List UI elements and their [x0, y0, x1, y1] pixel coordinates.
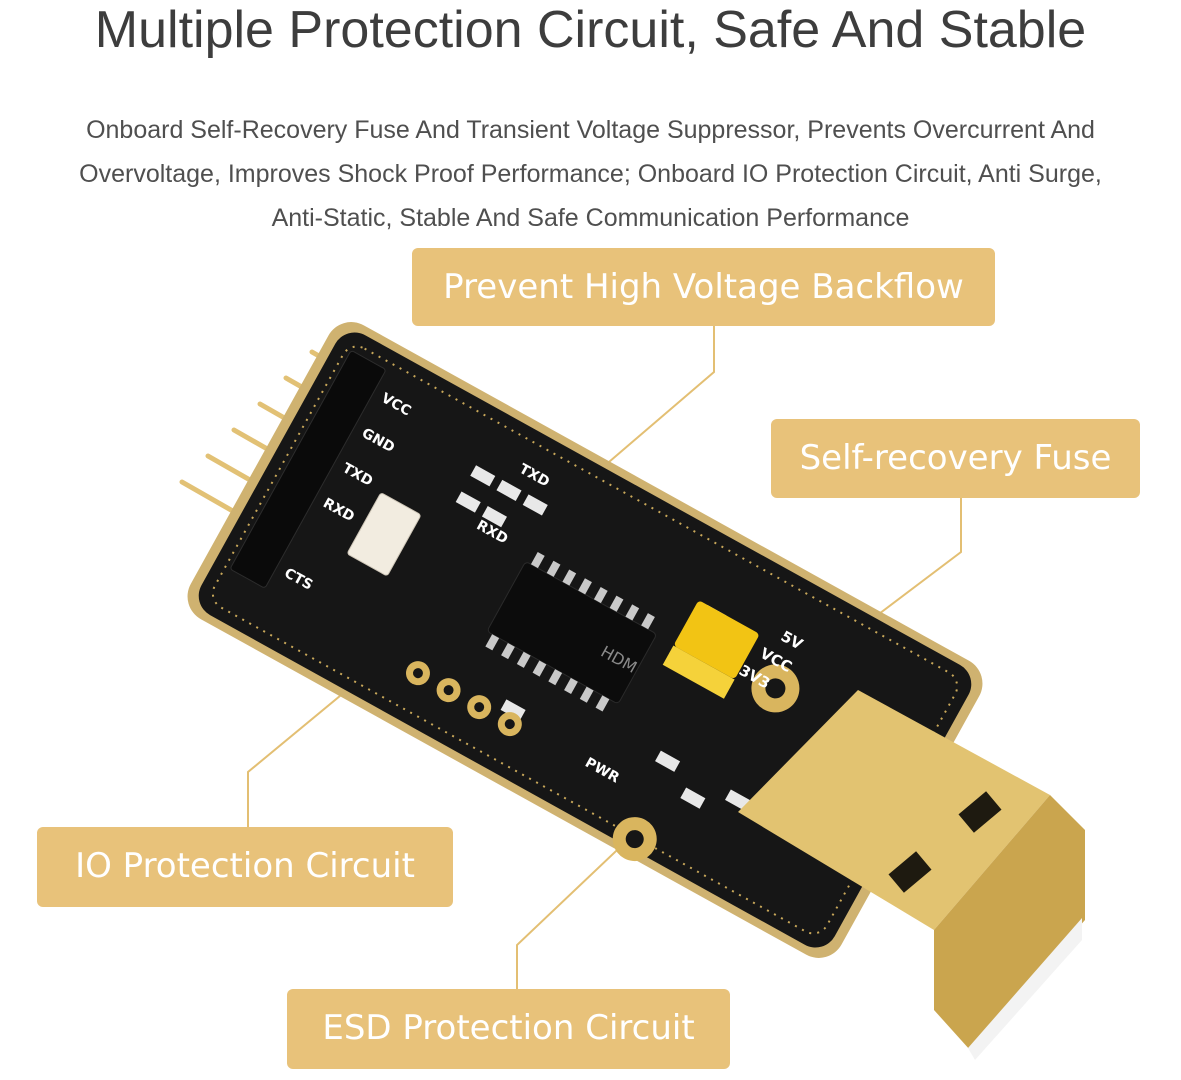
jumper-base	[662, 645, 735, 699]
gold-pad-hole	[412, 668, 423, 679]
smd-part	[496, 479, 522, 501]
usb-shell-face	[934, 795, 1085, 1050]
smd-part	[470, 465, 496, 487]
gold-pad-hole	[443, 685, 454, 696]
smd-part	[725, 789, 751, 811]
callout-io-protection: IO Protection Circuit	[37, 827, 453, 907]
gold-pad-hole	[474, 702, 485, 713]
pin-header	[230, 350, 386, 588]
chip-lead	[625, 604, 640, 621]
chip-lead	[609, 595, 624, 612]
usb-shell-top	[738, 690, 1050, 930]
description-line: Anti-Static, Stable And Safe Communicati…	[271, 204, 910, 232]
smd-part	[481, 506, 507, 528]
chip-lead	[595, 695, 610, 712]
description-line: Onboard Self-Recovery Fuse And Transient…	[86, 116, 1095, 144]
gold-pad-holes	[412, 668, 515, 730]
callout-esd-protection: ESD Protection Circuit	[287, 989, 730, 1069]
chip-lead	[579, 686, 594, 703]
smd-part	[500, 699, 526, 721]
gold-pad-hole	[504, 719, 515, 730]
smd-part	[455, 491, 481, 513]
smd-part	[680, 787, 706, 809]
chip-lead	[562, 569, 577, 586]
chip-lead	[641, 613, 655, 630]
usb-slot	[958, 791, 1002, 833]
mounting-hole-inner	[765, 678, 786, 699]
chip-lead	[593, 586, 608, 604]
chip-lead	[485, 634, 500, 651]
chip-lead	[532, 660, 547, 677]
chip-lead	[578, 578, 592, 595]
page-title: Multiple Protection Circuit, Safe And St…	[94, 1, 1087, 59]
chip-lead	[564, 677, 578, 695]
usb-connector	[738, 690, 1085, 1060]
usb-slot	[888, 851, 932, 893]
chip-lead	[501, 642, 515, 660]
description-line: Overvoltage, Improves Shock Proof Perfor…	[79, 160, 1102, 188]
chip	[487, 562, 656, 704]
chip-lead	[548, 669, 563, 686]
wire-connector	[347, 493, 421, 576]
callout-self-recovery-fuse: Self-recovery Fuse	[771, 419, 1140, 498]
usb-insert	[968, 918, 1082, 1060]
chip-lead	[530, 552, 545, 569]
description: Onboard Self-Recovery Fuse And Transient…	[20, 108, 1161, 240]
mounting-hole-inner	[625, 830, 644, 849]
callout-prevent-backflow: Prevent High Voltage Backflow	[412, 248, 995, 326]
chip-leads	[485, 552, 655, 712]
chip-lead	[516, 651, 531, 668]
product-illustration: HDM	[179, 322, 1085, 1060]
smd-part	[655, 750, 681, 772]
jumper	[674, 601, 759, 679]
chip-lead	[546, 560, 561, 577]
smd-part	[522, 494, 548, 516]
